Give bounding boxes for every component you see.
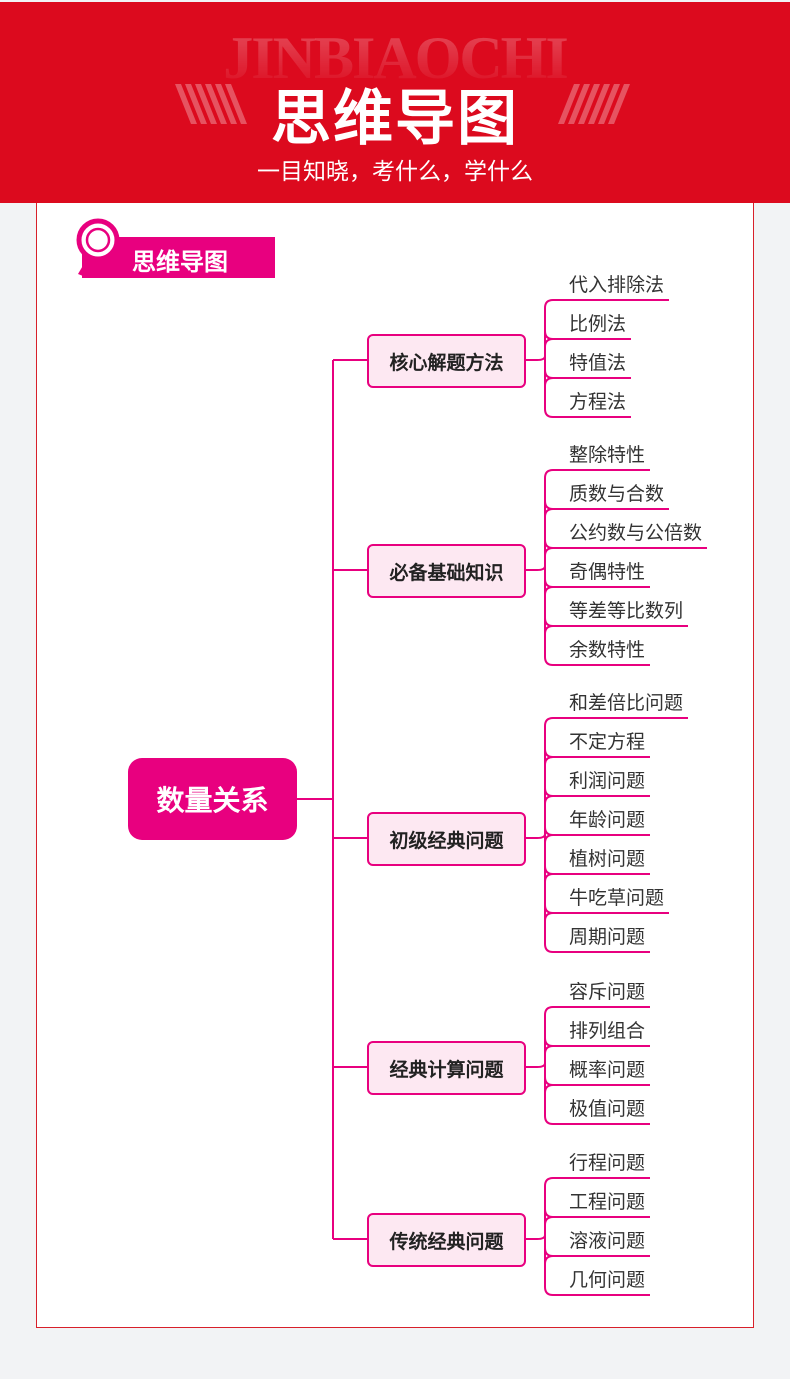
leaf-node: 容斥问题 bbox=[569, 981, 646, 1003]
stripes-left-decoration bbox=[175, 84, 247, 124]
stripes-right-decoration bbox=[558, 84, 630, 124]
leaf-node: 排列组合 bbox=[569, 1020, 646, 1042]
leaf-node: 概率问题 bbox=[569, 1059, 646, 1081]
leaf-node: 质数与合数 bbox=[569, 483, 665, 505]
leaf-underline bbox=[544, 617, 688, 635]
leaf-underline bbox=[544, 1208, 650, 1226]
leaf-underline bbox=[544, 717, 688, 727]
leaf-underline bbox=[544, 1177, 650, 1187]
leaf-node: 代入排除法 bbox=[569, 274, 665, 296]
section-tag-label: 思维导图 bbox=[132, 248, 228, 276]
leaf-node: 整除特性 bbox=[569, 444, 646, 466]
leaf-node: 公约数与公倍数 bbox=[569, 522, 703, 544]
branch-node: 传统经典问题 bbox=[367, 1213, 526, 1267]
leaf-node: 和差倍比问题 bbox=[569, 692, 684, 714]
leaf-node: 极值问题 bbox=[569, 1098, 646, 1120]
leaf-underline bbox=[544, 748, 650, 766]
leaf-underline bbox=[544, 408, 631, 418]
leaf-underline bbox=[544, 1115, 650, 1125]
leaf-underline bbox=[544, 656, 650, 666]
branch-node: 核心解题方法 bbox=[367, 334, 526, 388]
leaf-node: 比例法 bbox=[569, 313, 627, 335]
leaf-node: 方程法 bbox=[569, 391, 627, 413]
leaf-underline bbox=[544, 1006, 650, 1016]
leaf-node: 周期问题 bbox=[569, 926, 646, 948]
leaf-node: 行程问题 bbox=[569, 1152, 646, 1174]
leaf-underline bbox=[544, 826, 650, 844]
leaf-underline bbox=[544, 943, 650, 953]
watermark-text: JINBIAOCHI bbox=[223, 25, 568, 91]
leaf-node: 奇偶特性 bbox=[569, 561, 646, 583]
leaf-underline bbox=[544, 1037, 650, 1055]
leaf-node: 年龄问题 bbox=[569, 809, 646, 831]
branch-node: 初级经典问题 bbox=[367, 812, 526, 866]
leaf-node: 余数特性 bbox=[569, 639, 646, 661]
magnifier-icon bbox=[76, 218, 120, 276]
branch-to-bracket-line bbox=[524, 565, 546, 571]
branch-node: 经典计算问题 bbox=[367, 1041, 526, 1095]
leaf-node: 等差等比数列 bbox=[569, 600, 684, 622]
leaf-underline bbox=[544, 578, 650, 596]
branch-node: 必备基础知识 bbox=[367, 544, 526, 598]
leaf-node: 植树问题 bbox=[569, 848, 646, 870]
page-title: 思维导图 bbox=[271, 84, 519, 154]
leaf-node: 溶液问题 bbox=[569, 1230, 646, 1252]
leaf-node: 工程问题 bbox=[569, 1191, 646, 1213]
header-banner: JINBIAOCHI 思维导图 一目知晓，考什么，学什么 bbox=[0, 2, 790, 203]
leaf-underline bbox=[544, 1247, 650, 1265]
leaf-underline bbox=[544, 1286, 650, 1296]
branch-to-bracket-line bbox=[524, 1234, 546, 1240]
leaf-underline bbox=[544, 299, 669, 309]
mindmap-root-node: 数量关系 bbox=[128, 758, 297, 840]
leaf-underline bbox=[544, 787, 650, 805]
page-subtitle: 一目知晓，考什么，学什么 bbox=[257, 159, 533, 185]
branch-to-bracket-line bbox=[524, 1062, 546, 1068]
leaf-node: 几何问题 bbox=[569, 1269, 646, 1291]
leaf-node: 利润问题 bbox=[569, 770, 646, 792]
leaf-underline bbox=[544, 1076, 650, 1094]
leaf-underline bbox=[544, 369, 631, 387]
leaf-underline bbox=[544, 500, 669, 518]
leaf-node: 不定方程 bbox=[569, 731, 646, 753]
leaf-node: 牛吃草问题 bbox=[569, 887, 665, 909]
leaf-underline bbox=[544, 469, 650, 479]
branch-to-bracket-line bbox=[524, 833, 546, 839]
branch-to-bracket-line bbox=[524, 355, 546, 361]
leaf-node: 特值法 bbox=[569, 352, 627, 374]
leaf-underline bbox=[544, 539, 707, 557]
leaf-underline bbox=[544, 865, 650, 883]
leaf-underline bbox=[544, 904, 669, 922]
leaf-underline bbox=[544, 330, 631, 348]
